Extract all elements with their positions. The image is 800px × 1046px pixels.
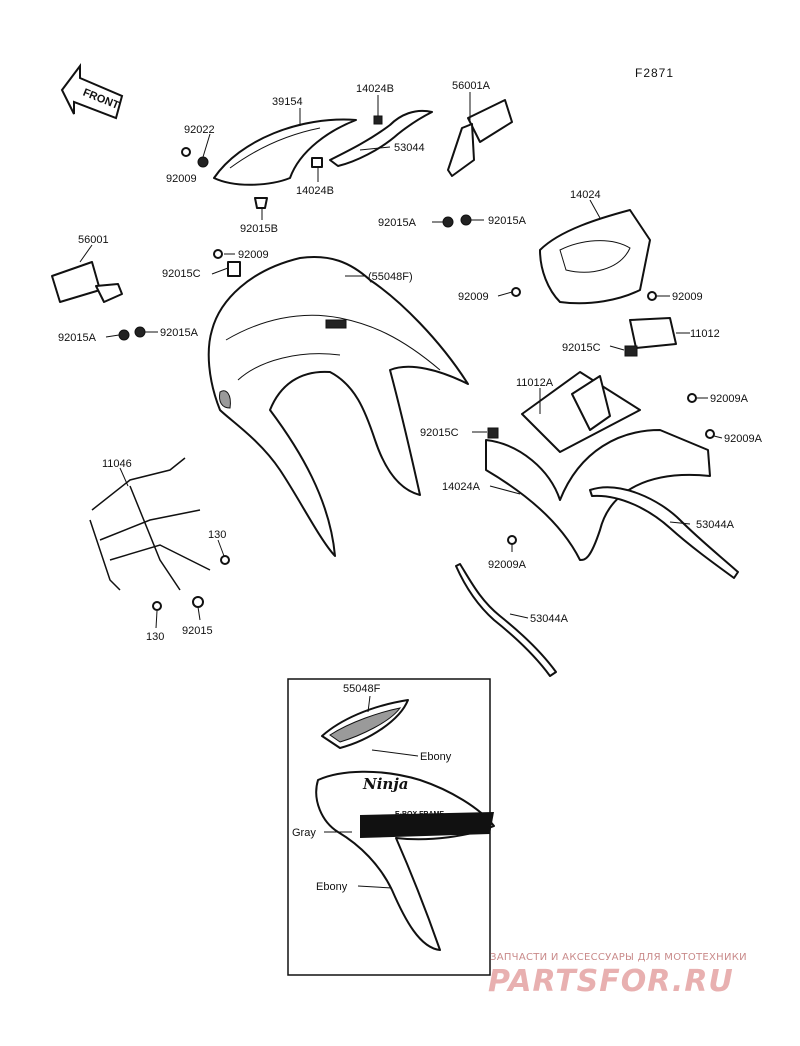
bolt-92009-r2 [647, 291, 657, 301]
bolt-92009-r1 [511, 287, 521, 297]
callout-labels: 39154 14024B 56001A 92022 92009 53044 14… [58, 80, 763, 643]
trim-53044A-right [589, 486, 739, 579]
windscreen-39154 [213, 118, 357, 186]
label-14024: 14024 [570, 189, 601, 201]
mirror-56001A [442, 99, 513, 228]
bolt-92009A-1 [687, 393, 697, 403]
leader-lines [79, 92, 723, 629]
nut-92015A-mirror-left [118, 329, 130, 341]
nut-92015A-mirror-right [134, 326, 146, 338]
label-92009A-low: 92009A [488, 559, 527, 571]
bolt-92009-left [181, 147, 191, 157]
label-14024A: 14024A [442, 481, 481, 493]
label-53044: 53044 [394, 142, 425, 154]
watermark-tagline: ЗАПЧАСТИ И АКСЕССУАРЫ ДЛЯ МОТОТЕХНИКИ [490, 952, 747, 963]
label-92015A-right: 92015A [488, 215, 527, 227]
label-92022: 92022 [184, 124, 215, 136]
label-ebony-1: Ebony [420, 751, 452, 763]
label-11012A: 11012A [516, 377, 554, 389]
clip-14024B-bottom [311, 157, 323, 168]
label-11012: 11012 [690, 328, 720, 340]
bolt-130-left [152, 601, 162, 611]
trim-53044 [311, 109, 433, 168]
label-92015C-low: 92015C [420, 427, 459, 439]
front-arrow: FRONT [60, 63, 124, 120]
figure-code: F2871 [635, 66, 674, 80]
label-ebony-2: Ebony [316, 881, 348, 893]
label-53044A-right: 53044A [696, 519, 735, 531]
label-55048F: (55048F) [368, 271, 413, 283]
cowl-vent [325, 319, 347, 329]
label-14024B-bottom: 14024B [296, 185, 334, 197]
label-92009A-2: 92009A [724, 433, 763, 445]
decal-stripe [360, 812, 494, 838]
label-92015C-mid: 92015C [162, 268, 201, 280]
label-92009-r2: 92009 [672, 291, 703, 303]
bracket-92015C-right [624, 345, 638, 357]
decal-frame-text: E-BOX FRAME [395, 811, 444, 818]
bolt-130-right [220, 555, 230, 565]
inset-label-55048F: 55048F [343, 683, 381, 695]
label-92009-left: 92009 [166, 173, 197, 185]
bracket-92015C-mid [227, 261, 241, 277]
label-92015A-mirror-left: 92015A [58, 332, 97, 344]
mirror-56001 [51, 261, 146, 341]
upper-cowl [207, 249, 469, 557]
trim-53044A-low [455, 563, 557, 677]
stay-11046 [89, 457, 230, 611]
box-11012 [624, 317, 677, 357]
label-130-left: 130 [146, 631, 164, 643]
label-92009-r1: 92009 [458, 291, 489, 303]
decal-brand: Ninja [362, 775, 408, 793]
bolt-92009A-2 [705, 429, 715, 439]
bracket-92015C-low [487, 427, 499, 439]
label-11046: 11046 [102, 458, 132, 470]
inner-panel-14024 [511, 209, 657, 305]
label-gray: Gray [292, 827, 316, 839]
nut-92015A-right [460, 214, 472, 226]
label-92015A-left: 92015A [378, 217, 417, 229]
clip-14024B-top [373, 115, 383, 125]
label-14024B-top: 14024B [356, 83, 394, 95]
label-130-right: 130 [208, 529, 226, 541]
nut-92015 [192, 596, 204, 608]
label-92015A-mirror-right: 92015A [160, 327, 199, 339]
label-56001: 56001 [78, 234, 109, 246]
label-92015C-right: 92015C [562, 342, 601, 354]
label-92009A-1: 92009A [710, 393, 749, 405]
inset-decal-view: Ninja E-BOX FRAME 55048F Ebony Gray Ebon… [287, 678, 495, 976]
bolt-92009-mid [213, 249, 223, 259]
bolt-92009A-low [507, 535, 517, 545]
label-92015B: 92015B [240, 223, 278, 235]
watermark-logo: PARTSFOR.RU [488, 964, 734, 999]
label-53044A-low: 53044A [530, 613, 569, 625]
label-92015: 92015 [182, 625, 213, 637]
label-56001A: 56001A [452, 80, 491, 92]
grommet-92015B [254, 197, 268, 209]
nut-92015A-left [442, 216, 454, 228]
nut-92022 [197, 156, 209, 168]
label-39154: 39154 [272, 96, 303, 108]
label-92009-mid: 92009 [238, 249, 269, 261]
